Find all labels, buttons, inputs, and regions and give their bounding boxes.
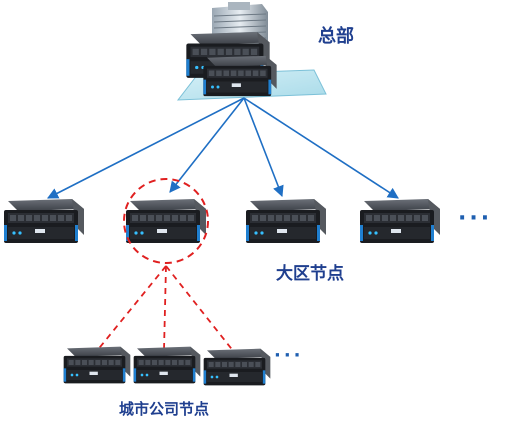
hq-to-region-links bbox=[47, 97, 399, 199]
link-region-1 bbox=[47, 97, 245, 199]
city-server-icon bbox=[63, 346, 131, 384]
link-city-1 bbox=[95, 265, 167, 353]
hq-server-icon bbox=[203, 55, 277, 97]
link-region-3 bbox=[243, 97, 284, 198]
city-label: 城市公司节点 bbox=[119, 400, 210, 418]
city-server-icon bbox=[133, 346, 201, 384]
region-nodes bbox=[4, 199, 440, 243]
link-region-2 bbox=[169, 97, 245, 193]
region-label: 大区节点 bbox=[276, 264, 344, 284]
city-nodes bbox=[63, 346, 271, 386]
hq-label: 总部 bbox=[318, 25, 354, 47]
city-more-ellipsis: ··· bbox=[274, 345, 304, 366]
region-server-icon bbox=[4, 199, 84, 243]
link-region-4 bbox=[243, 97, 399, 199]
link-city-2 bbox=[163, 265, 167, 351]
city-server-icon bbox=[203, 348, 271, 386]
highlight-circle bbox=[123, 178, 209, 264]
region-server-icon bbox=[126, 199, 206, 243]
link-city-3 bbox=[165, 265, 235, 353]
region-server-icon bbox=[246, 199, 326, 243]
region-server-icon bbox=[360, 199, 440, 243]
headquarters-node: 总部 bbox=[176, 2, 354, 101]
region-to-city-links bbox=[95, 265, 235, 353]
region-more-ellipsis: ··· bbox=[458, 206, 493, 231]
